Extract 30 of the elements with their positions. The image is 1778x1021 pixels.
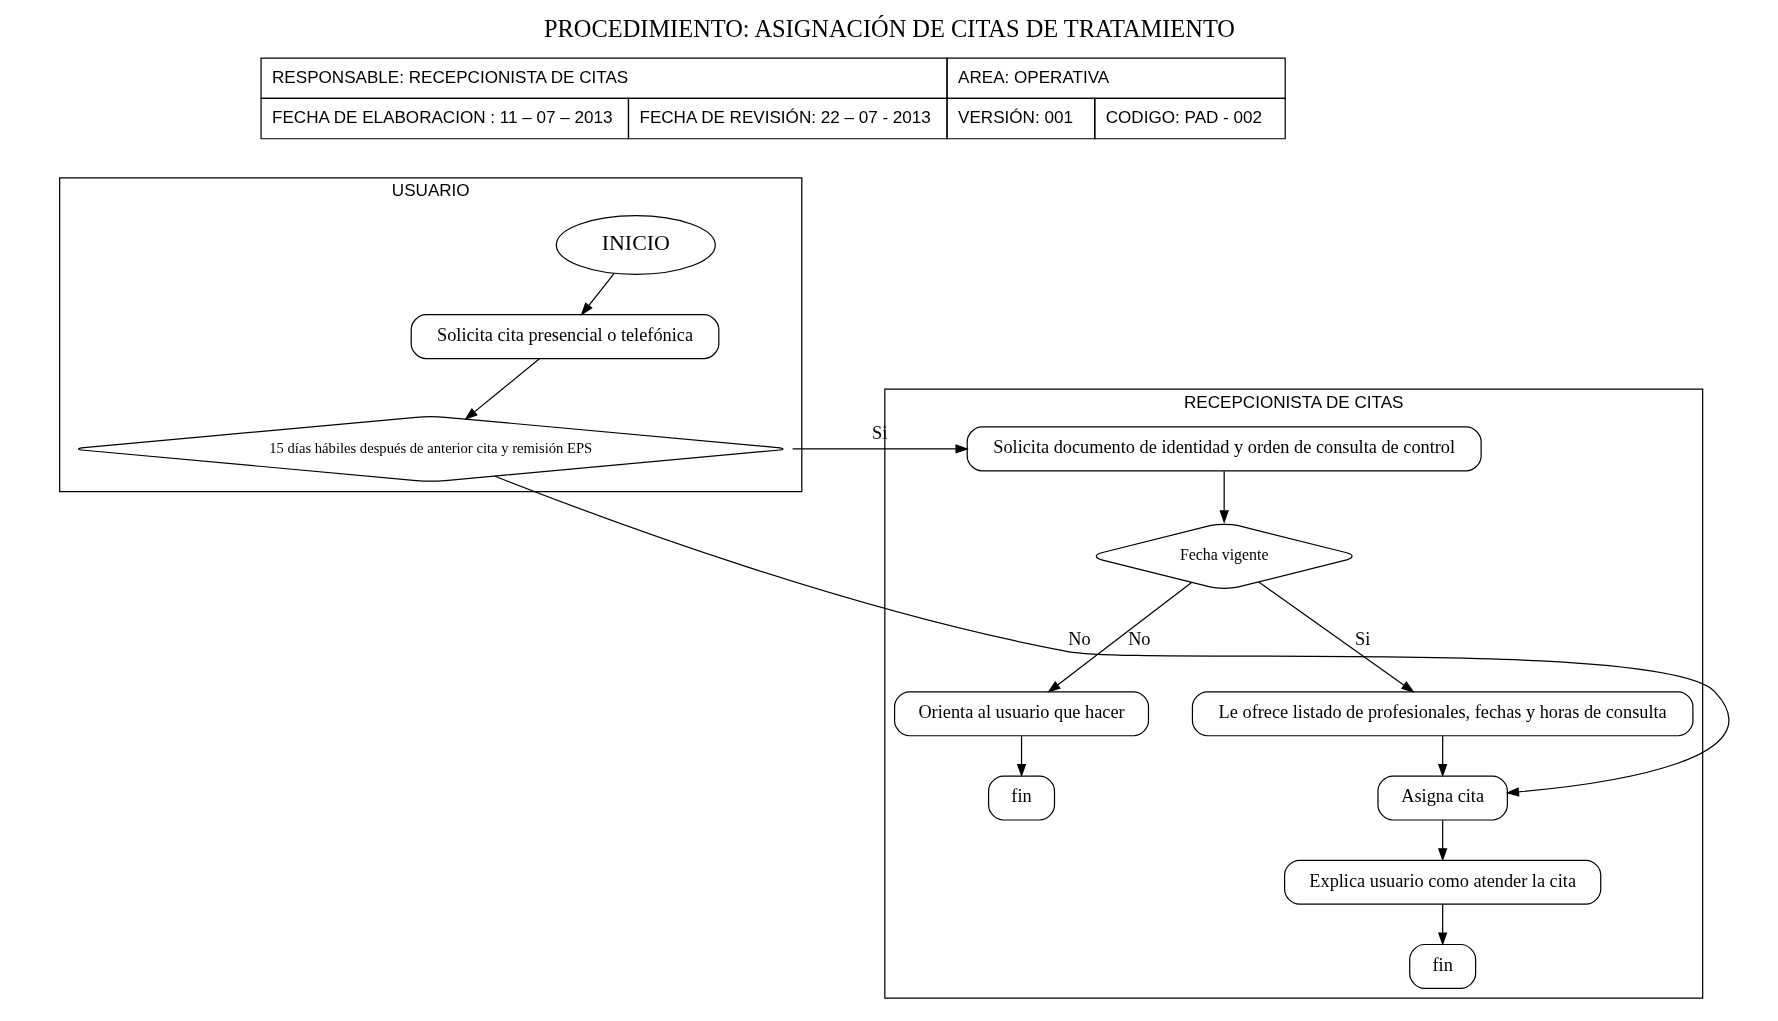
label: FECHA DE ELABORACION : 11 – 07 – 2013: [271, 108, 613, 128]
node-ellipse: INICIO: [555, 215, 716, 275]
label: VERSIÓN: 001: [957, 108, 1073, 128]
node-box: fin: [1408, 943, 1476, 990]
node-box: fin: [987, 775, 1055, 821]
arrow: [1046, 581, 1192, 693]
label: CODIGO: PAD - 002: [1105, 108, 1262, 128]
edge-label: No: [1067, 629, 1091, 650]
label: AREA: OPERATIVA: [957, 67, 1109, 87]
arrow: [1218, 470, 1229, 524]
arrow: [493, 475, 1729, 797]
arrow: [1437, 819, 1447, 862]
node-box: Explica usuario como atender la cita: [1283, 859, 1601, 905]
edge-label: Si: [1354, 629, 1370, 650]
node-box: Le ofrece listado de profesionales, fechas y horas de consulta: [1191, 691, 1693, 737]
label: RESPONSABLE: RECEPCIONISTA DE CITAS: [271, 67, 628, 87]
arrow: [1437, 903, 1447, 946]
arrow: [1016, 735, 1026, 778]
arrow: [1437, 735, 1447, 778]
node-box: Orienta al usuario que hacer: [893, 691, 1149, 737]
edge-label: No: [1127, 629, 1151, 650]
node-box: Solicita documento de identidad y orden de consulta de control: [966, 426, 1482, 472]
node-box: Solicita cita presencial o telefónica: [410, 314, 719, 360]
arrow: [580, 272, 615, 316]
diagram-title: PROCEDIMIENTO: ASIGNACIÓN DE CITAS DE TRATAMIENTO: [543, 15, 1235, 43]
arrow: [463, 358, 540, 421]
arrow: [1257, 581, 1415, 693]
label: FECHA DE REVISIÓN: 22 – 07 - 2013: [638, 108, 931, 128]
arrow: [791, 444, 969, 454]
node-box: Asigna cita: [1376, 775, 1508, 821]
